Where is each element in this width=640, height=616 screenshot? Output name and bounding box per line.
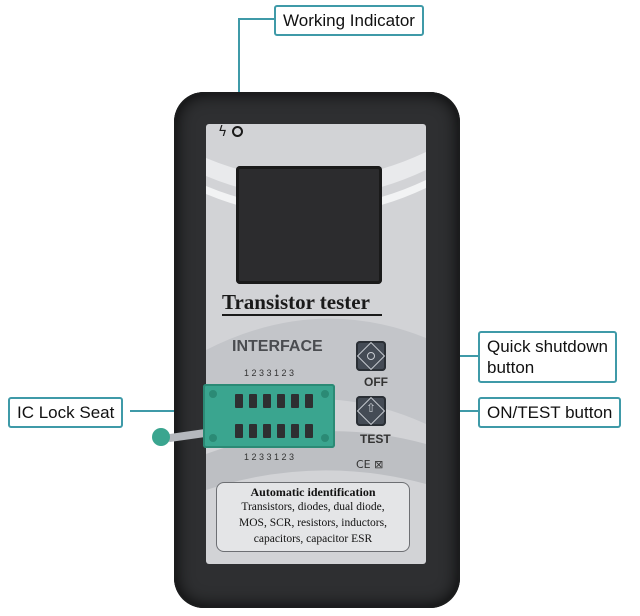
test-label: TEST	[360, 432, 391, 446]
zif-slot	[305, 424, 313, 438]
certification-marks: CE ⊠	[356, 458, 384, 471]
callout-quick-shutdown-line2: button	[487, 358, 535, 377]
brand-title: Transistor tester	[222, 290, 370, 314]
zif-corner-screw	[209, 390, 217, 398]
zif-slot	[263, 424, 271, 438]
interface-label: INTERFACE	[232, 338, 323, 355]
callout-ic-lock-seat-text: IC Lock Seat	[17, 403, 115, 422]
ic-lock-seat[interactable]	[203, 384, 335, 448]
zif-slot	[277, 394, 285, 408]
zif-slot	[235, 424, 243, 438]
leader-working-indicator-h	[238, 18, 274, 20]
callout-quick-shutdown-line1: Quick shutdown	[487, 337, 608, 356]
zif-slot	[291, 424, 299, 438]
zif-slot	[249, 424, 257, 438]
zif-lever-knob[interactable]	[152, 428, 170, 446]
on-test-button[interactable]: ⇧	[356, 396, 386, 426]
quick-shutdown-button[interactable]	[356, 341, 386, 371]
zif-slot	[235, 394, 243, 408]
zif-slot	[305, 394, 313, 408]
off-circle-icon	[367, 352, 375, 360]
lcd-screen	[236, 166, 382, 284]
callout-working-indicator: Working Indicator	[274, 5, 424, 36]
auto-identification-box: Automatic identification Transistors, di…	[216, 482, 410, 552]
callout-on-test-text: ON/TEST button	[487, 403, 613, 422]
zif-slot	[249, 394, 257, 408]
leader-working-indicator-v	[238, 18, 240, 124]
zif-corner-screw	[209, 434, 217, 442]
working-indicator-led	[232, 126, 243, 137]
info-line: Transistors, diodes, dual diode,	[241, 501, 385, 513]
info-line: MOS, SCR, resistors, inductors,	[239, 517, 387, 529]
zif-corner-screw	[321, 434, 329, 442]
zif-corner-screw	[321, 390, 329, 398]
callout-on-test: ON/TEST button	[478, 397, 622, 428]
info-line: capacitors, capacitor ESR	[253, 533, 373, 545]
callout-ic-lock-seat: IC Lock Seat	[8, 397, 124, 428]
zif-slot	[263, 394, 271, 408]
callout-working-indicator-text: Working Indicator	[283, 11, 415, 30]
zif-slot	[291, 394, 299, 408]
pin-numbers-top: 1 2 3 3 1 2 3	[244, 368, 295, 378]
info-title: Automatic identification	[250, 485, 376, 499]
lightning-icon: ϟ	[218, 124, 228, 140]
off-label: OFF	[364, 375, 388, 389]
zif-slot	[277, 424, 285, 438]
title-underline	[222, 314, 382, 316]
test-arrow-icon: ⇧	[365, 401, 377, 415]
pin-numbers-bottom: 1 2 3 3 1 2 3	[244, 452, 295, 462]
callout-quick-shutdown: Quick shutdown button	[478, 331, 617, 383]
